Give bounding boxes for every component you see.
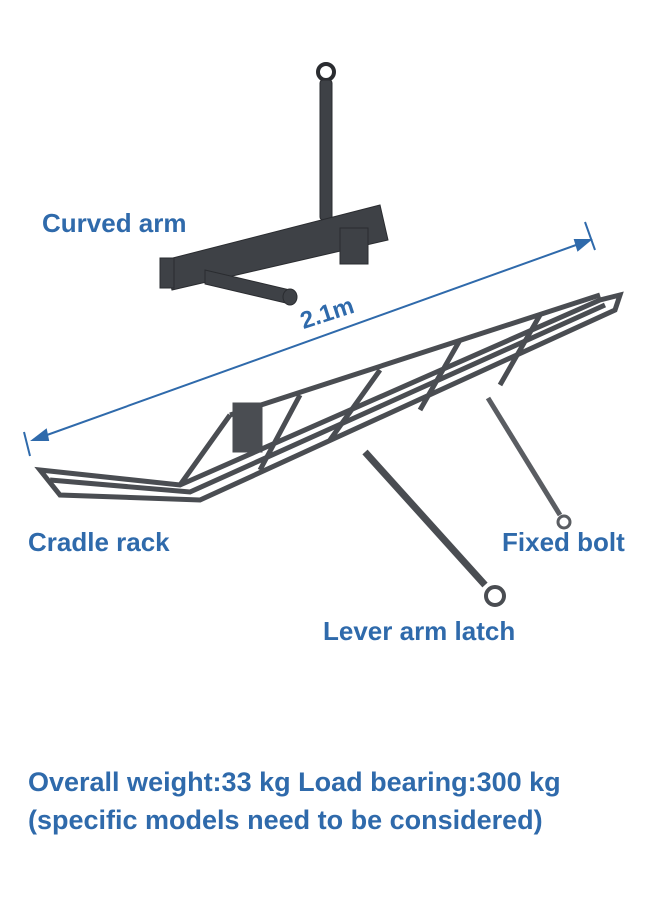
label-cradle-rack: Cradle rack bbox=[28, 527, 170, 557]
dimension-line bbox=[23, 221, 596, 457]
label-curved-arm: Curved arm bbox=[42, 208, 187, 238]
label-fixed-bolt: Fixed bolt bbox=[502, 527, 625, 557]
label-lever-arm-latch: Lever arm latch bbox=[323, 616, 516, 646]
fixed-bolt-part bbox=[485, 396, 572, 530]
spec-weight-load: Overall weight:33 kg Load bearing:300 kg bbox=[28, 767, 561, 797]
spec-note: (specific models need to be considered) bbox=[28, 805, 543, 835]
curved-arm-part bbox=[159, 62, 389, 306]
cradle-rack-part bbox=[34, 291, 624, 503]
lever-arm-latch-part bbox=[362, 449, 506, 607]
